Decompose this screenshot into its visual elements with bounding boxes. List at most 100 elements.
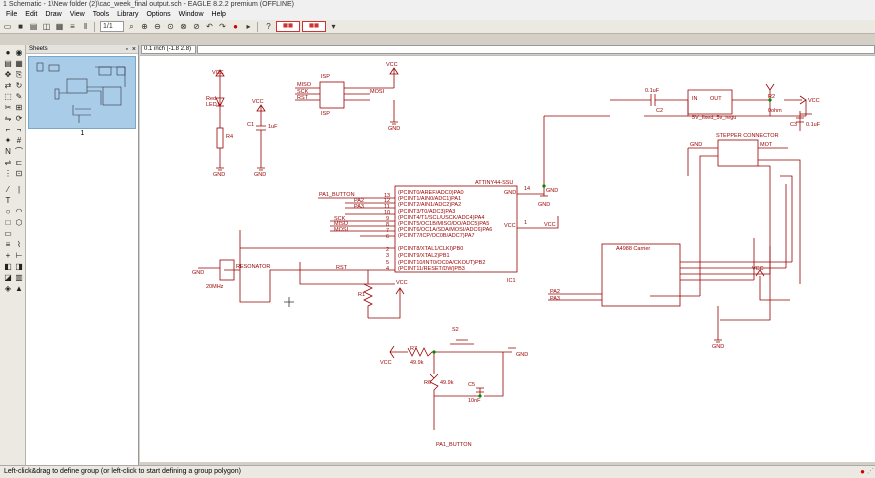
reg-name-label: 5V_fixed_5v_regu	[692, 115, 736, 121]
rotate-icon[interactable]: ↻	[15, 81, 23, 90]
sheets-header: Sheets ▫ ×	[26, 45, 138, 54]
save-icon[interactable]: ■	[18, 22, 23, 31]
line-icon[interactable]: |	[17, 185, 21, 194]
replace-icon[interactable]: ⟳	[15, 114, 23, 123]
value-icon[interactable]: #	[16, 136, 22, 145]
zoom-select-icon[interactable]: ⊗	[180, 22, 187, 31]
ratsnest-icon[interactable]: ◈	[4, 284, 12, 293]
ic-pin-number: 12	[384, 198, 390, 204]
polygon-icon[interactable]: ⬡	[15, 218, 23, 227]
fusion-sync-icon[interactable]: ◼◼	[302, 21, 326, 32]
dimension-icon[interactable]: ◨	[15, 262, 23, 271]
frame-icon[interactable]: ▭	[4, 229, 12, 238]
print-icon[interactable]: ▤	[29, 22, 38, 31]
isp-gnd-label: GND	[388, 126, 400, 132]
board-icon[interactable]: ▦	[55, 22, 64, 31]
isp-mosi-label: MOSI	[370, 89, 385, 95]
layer-icon[interactable]: ▤	[4, 59, 12, 68]
undock-icon[interactable]: ▫	[125, 46, 128, 53]
errors-icon[interactable]: ▥	[15, 273, 23, 282]
sheet-combo[interactable]: 1/1	[100, 21, 124, 32]
menu-options[interactable]: Options	[146, 11, 171, 18]
zoom-in-icon[interactable]: ⊕	[141, 22, 148, 31]
redo-icon[interactable]: ↷	[219, 22, 226, 31]
move-icon[interactable]: ✥	[4, 70, 12, 79]
ulp-icon[interactable]: ǁ	[83, 22, 88, 31]
pa1-button-net-label: PA1_BUTTON	[436, 442, 472, 448]
ic-pin-number: 5	[386, 260, 389, 266]
mirror-icon[interactable]: ⇄	[4, 81, 12, 90]
menu-help[interactable]: Help	[211, 11, 226, 18]
ic-pin-number: 3	[386, 253, 389, 259]
undo-icon[interactable]: ↶	[206, 22, 213, 31]
menu-draw[interactable]: Draw	[45, 11, 62, 18]
pin-swap-icon[interactable]: ⇋	[4, 114, 12, 123]
arc-icon[interactable]: ◠	[15, 207, 23, 216]
ic-pin-pb3: (PCINT11/RESET/DW)PB3	[398, 266, 465, 272]
eye-icon[interactable]: ◉	[15, 48, 23, 57]
cam-icon[interactable]: ◫	[42, 22, 51, 31]
command-line-input[interactable]	[197, 45, 875, 54]
menu-library[interactable]: Library	[117, 11, 139, 18]
miter-icon[interactable]: ⌒	[15, 147, 23, 156]
invoke-icon[interactable]: ⊏	[15, 158, 23, 167]
zoom-fit-icon[interactable]: ⌕	[129, 22, 134, 31]
btn-vcc-label: VCC	[380, 360, 392, 366]
sheet-thumbnail[interactable]	[28, 56, 136, 129]
erc-icon[interactable]: ◪	[4, 273, 12, 282]
circle-icon[interactable]: ○	[5, 207, 11, 216]
stop-icon[interactable]: ●	[233, 22, 238, 31]
group-icon[interactable]: ⬚	[4, 92, 12, 101]
menu-window[interactable]: Window	[178, 11, 204, 18]
s2-label: S2	[452, 327, 459, 333]
r7-value-label: 49.9k	[410, 360, 424, 366]
stepper-gnd-label: GND	[690, 142, 702, 148]
name-icon[interactable]: N	[5, 147, 11, 156]
junction-icon[interactable]: +	[5, 251, 11, 260]
coordinate-display: 0.1 inch (-1.8 2.8)	[141, 45, 196, 54]
wire-icon[interactable]: ⁄	[7, 185, 9, 194]
menu-tools[interactable]: Tools	[92, 11, 110, 18]
pa2-label: PA2	[354, 198, 364, 204]
info-icon[interactable]: ●	[5, 48, 11, 57]
attribute-icon[interactable]: ◧	[4, 262, 12, 271]
grid-icon[interactable]: ▦	[15, 59, 23, 68]
schematic-drawing[interactable]: VCC Red LED1 R4 GND VCC C1 1uF GND ISP M…	[140, 56, 875, 463]
script-icon[interactable]: ≡	[70, 22, 75, 31]
optimize-icon[interactable]: ¬	[16, 125, 22, 134]
gate-swap-icon[interactable]: ⇌	[4, 158, 12, 167]
open-icon[interactable]: ▭	[3, 22, 12, 31]
go-icon[interactable]: ▸	[246, 22, 251, 31]
net-draw-icon[interactable]: ⌇	[17, 240, 21, 249]
bus-draw-icon[interactable]: ≡	[5, 240, 11, 249]
rect-icon[interactable]: □	[5, 218, 11, 227]
menu-edit[interactable]: Edit	[25, 11, 38, 18]
copy-icon[interactable]: ⎘	[15, 70, 23, 79]
close-icon[interactable]: ×	[131, 46, 136, 53]
menu-view[interactable]: View	[69, 11, 85, 18]
bus-icon[interactable]: ⋮	[4, 169, 12, 178]
zoom-out-icon[interactable]: ⊖	[154, 22, 161, 31]
stop-status-icon[interactable]: ●	[860, 467, 865, 476]
label-icon[interactable]: ⊢	[15, 251, 23, 260]
schematic-canvas[interactable]: VCC Red LED1 R4 GND VCC C1 1uF GND ISP M…	[140, 55, 875, 462]
smash-icon[interactable]: ✦	[4, 136, 12, 145]
ic-pin-pa7: (PCINT7/ICP/OC0B/ADC7)PA7	[398, 233, 475, 239]
design-link-icon[interactable]: ◼◼	[276, 21, 300, 32]
change-icon[interactable]: ✎	[15, 92, 23, 101]
a4988-pa3-label: PA3	[550, 296, 560, 302]
warning-icon[interactable]: ▲	[15, 284, 23, 293]
dropdown-icon[interactable]: ▾	[331, 22, 336, 31]
split-icon[interactable]: ⌐	[5, 125, 11, 134]
zoom-redraw-icon[interactable]: ⊙	[167, 22, 174, 31]
net-icon[interactable]: ⊡	[15, 169, 23, 178]
menu-file[interactable]: File	[6, 11, 18, 18]
command-toolbar: ● ◉ ▤ ▦ ✥ ⎘ ⇄ ↻ ⬚ ✎ ✂ ⊞ ⇋ ⟳ ⌐ ¬ ✦ # N ⌒ …	[0, 45, 26, 465]
text-icon[interactable]: T	[5, 196, 11, 205]
a4988-gnd-label: GND	[712, 344, 724, 350]
add-icon[interactable]: ⊞	[15, 103, 23, 112]
zoom-last-icon[interactable]: ⊘	[193, 22, 200, 31]
help-icon[interactable]: ?	[266, 22, 271, 31]
delete-icon[interactable]: ✂	[4, 103, 12, 112]
isp-miso-label: MISO	[297, 82, 312, 88]
